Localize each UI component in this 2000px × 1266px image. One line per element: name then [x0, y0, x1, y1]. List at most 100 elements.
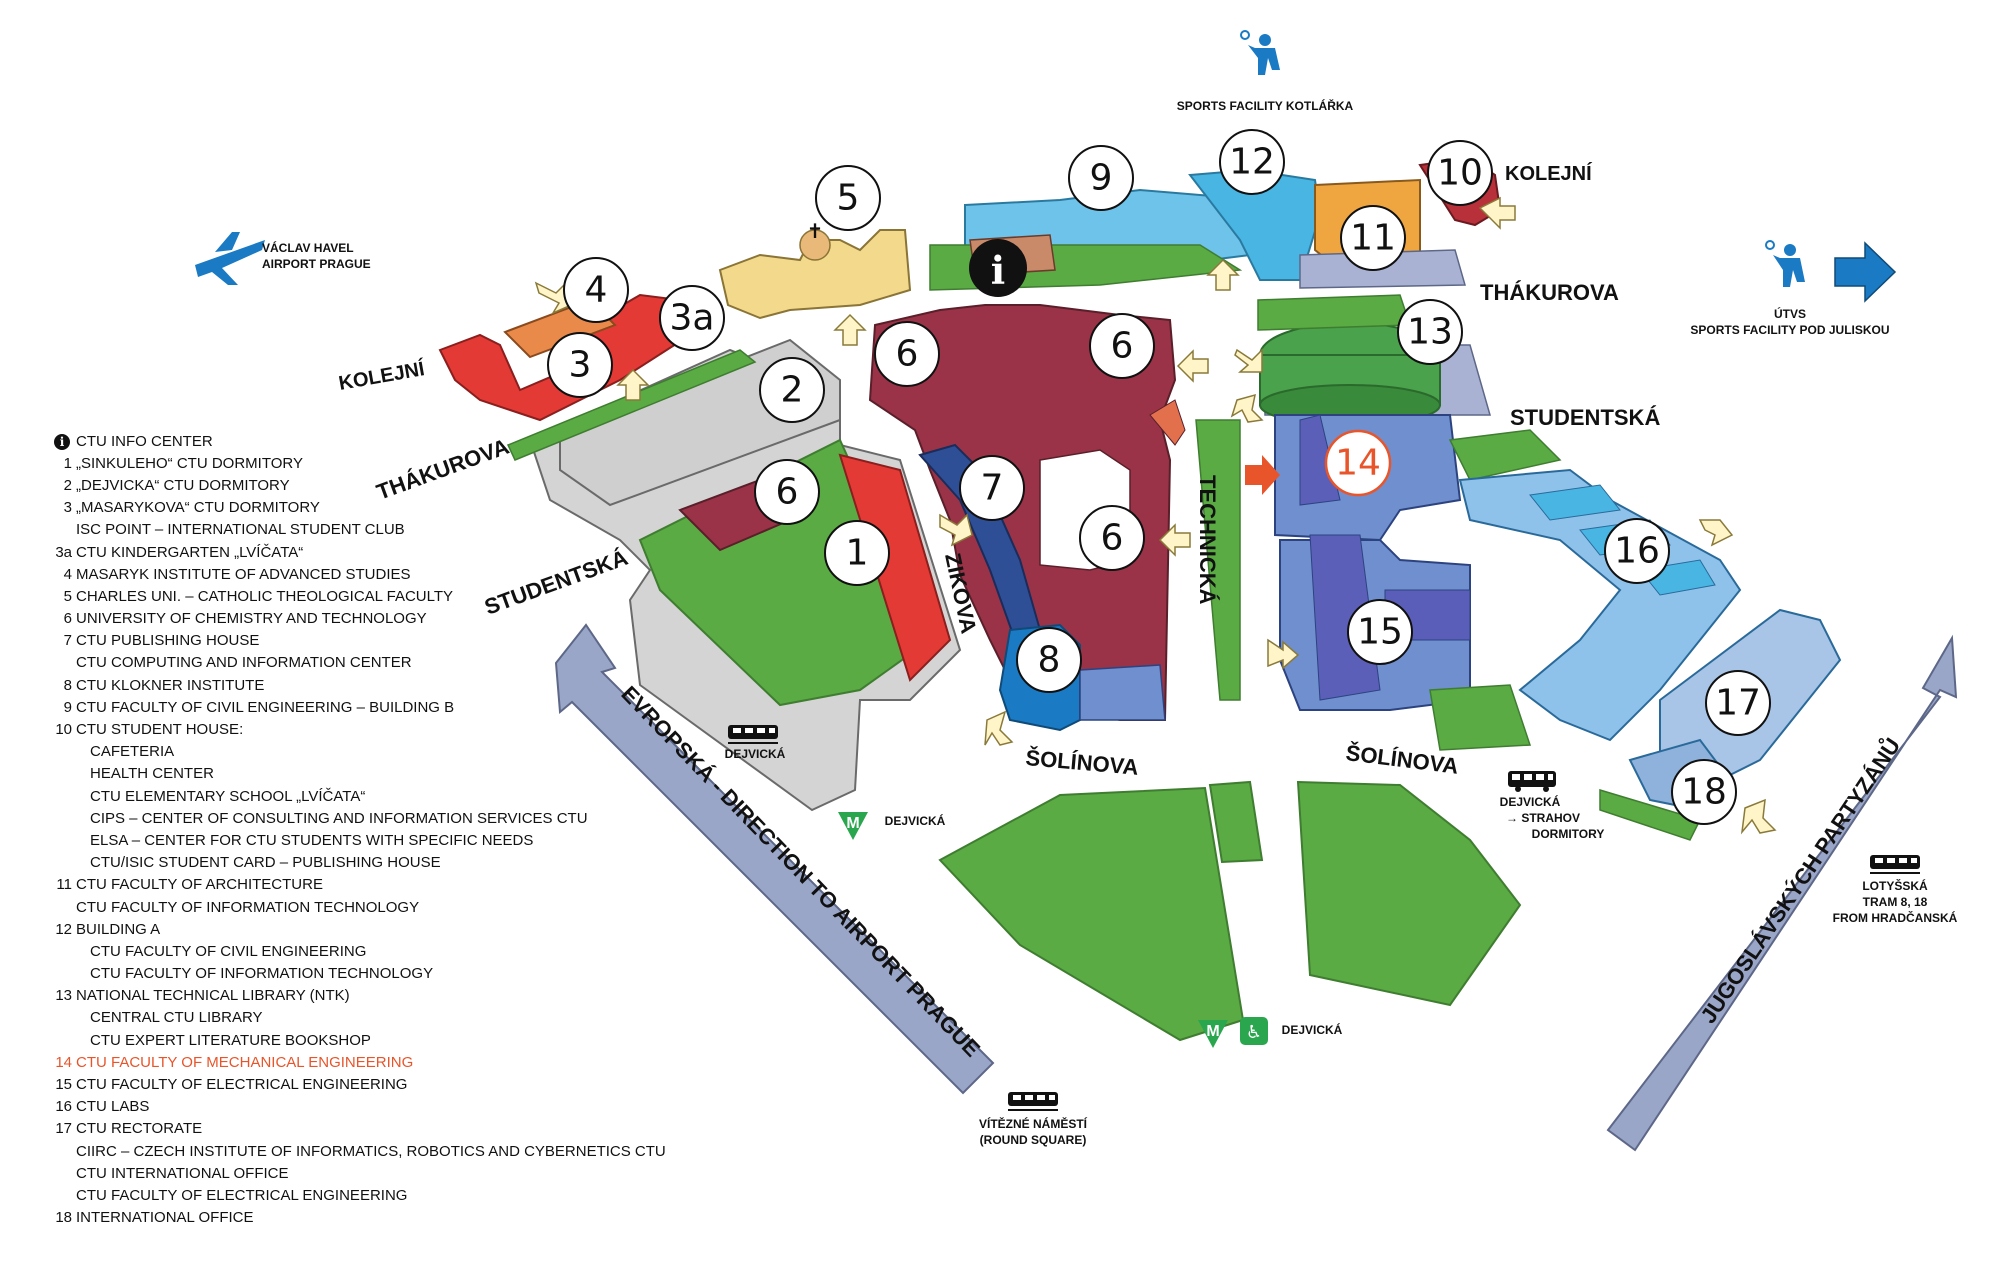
legend-row: HEALTH CENTER — [44, 763, 764, 785]
street-kolejni-west: KOLEJNÍ — [337, 357, 427, 395]
marker-label: 3a — [670, 298, 715, 339]
building-marker-7[interactable]: 7 — [959, 455, 1025, 521]
airport-label-line1: VÁCLAV HAVEL — [262, 240, 354, 255]
legend-text: MASARYK INSTITUTE OF ADVANCED STUDIES — [76, 565, 411, 583]
building-marker-4[interactable]: 4 — [563, 257, 629, 323]
legend-row: CAFETERIA — [44, 741, 764, 763]
building-marker-11[interactable]: 11 — [1340, 205, 1406, 271]
street-studentska-east: STUDENTSKÁ — [1510, 405, 1660, 430]
building-marker-6-b[interactable]: 6 — [1089, 313, 1155, 379]
legend-text: CTU PUBLISHING HOUSE — [76, 632, 260, 650]
building-marker-6-d[interactable]: 6 — [1079, 505, 1145, 571]
building-marker-9[interactable]: 9 — [1068, 145, 1134, 211]
legend-row: CTU FACULTY OF INFORMATION TECHNOLOGY — [44, 896, 764, 918]
building-marker-2[interactable]: 2 — [759, 357, 825, 423]
kotlarka-sports-icon — [1240, 30, 1280, 75]
legend-number: 5 — [63, 587, 72, 605]
marker-label: 6 — [896, 334, 919, 375]
entrance-arrow-18 — [1740, 798, 1777, 835]
legend-row: ELSA – CENTER FOR CTU STUDENTS WITH SPEC… — [44, 829, 764, 851]
legend-number: 13 — [55, 987, 72, 1005]
info-center-marker[interactable]: i — [969, 239, 1027, 297]
legend-text: „DEJVICKA“ CTU DORMITORY — [76, 476, 290, 494]
legend-row: CTU ELEMENTARY SCHOOL „LVÍČATA“ — [44, 785, 764, 807]
tram-icon-dejvicka — [728, 725, 778, 744]
lotysska-label-3: FROM HRADČANSKÁ — [1833, 910, 1958, 925]
building-marker-10[interactable]: 10 — [1427, 140, 1493, 206]
metro-icon-south: M — [1198, 1020, 1228, 1048]
building-marker-1[interactable]: 1 — [824, 520, 890, 586]
legend-text: ISC POINT – INTERNATIONAL STUDENT CLUB — [76, 521, 405, 539]
building-marker-6-c[interactable]: 6 — [754, 459, 820, 525]
entrance-arrow-3 — [616, 368, 650, 401]
thakurova-west-green — [506, 349, 757, 461]
building-marker-3[interactable]: 3 — [547, 332, 613, 398]
entrance-arrow-5 — [833, 313, 867, 346]
entrance-arrow-15 — [1267, 638, 1300, 670]
entrance-arrow-13b — [1230, 393, 1264, 423]
wheelchair-icon: ♿ — [1240, 1017, 1268, 1045]
marker-label: 1 — [846, 533, 869, 574]
marker-label: 4 — [585, 270, 608, 311]
building-marker-8[interactable]: 8 — [1016, 627, 1082, 693]
legend-text: CTU FACULTY OF MECHANICAL ENGINEERING — [76, 1053, 414, 1071]
legend-row: CTU EXPERT LITERATURE BOOKSHOP — [44, 1029, 764, 1051]
building-marker-17[interactable]: 17 — [1705, 670, 1771, 736]
building-marker-12[interactable]: 12 — [1219, 129, 1285, 195]
building-marker-18[interactable]: 18 — [1671, 759, 1737, 825]
legend-text: UNIVERSITY OF CHEMISTRY AND TECHNOLOGY — [76, 610, 427, 628]
building-marker-6-a[interactable]: 6 — [874, 321, 940, 387]
legend-text: CTU KINDERGARTEN „LVÍČATA“ — [76, 543, 304, 561]
utvs-sports-icon — [1765, 240, 1805, 287]
legend-text: CTU FACULTY OF ELECTRICAL ENGINEERING — [76, 1186, 408, 1204]
legend-text: CIPS – CENTER OF CONSULTING AND INFORMAT… — [90, 809, 588, 827]
legend-row: CENTRAL CTU LIBRARY — [44, 1007, 764, 1029]
legend-text: HEALTH CENTER — [90, 765, 214, 783]
legend-row: CTU FACULTY OF INFORMATION TECHNOLOGY — [44, 963, 764, 985]
legend-text: CTU LABS — [76, 1098, 150, 1116]
entrance-arrow-6c — [1158, 523, 1191, 557]
building-marker-3a[interactable]: 3a — [659, 285, 725, 351]
marker-label: 13 — [1407, 312, 1453, 353]
park-center-strip — [1208, 780, 1264, 864]
street-kolejni-east: KOLEJNÍ — [1505, 162, 1592, 185]
legend-row: CIIRC – CZECH INSTITUTE OF INFORMATICS, … — [44, 1140, 764, 1162]
legend-number: 4 — [63, 565, 72, 583]
legend-number: 17 — [55, 1120, 72, 1138]
building-marker-15[interactable]: 15 — [1347, 599, 1413, 665]
legend-text: CTU FACULTY OF CIVIL ENGINEERING — [90, 942, 367, 960]
bus-dejvicka-label: DEJVICKÁ — [1500, 794, 1561, 809]
building-marker-16[interactable]: 16 — [1604, 518, 1670, 584]
vitezne-label-1: VÍTĚZNÉ NÁMĚSTÍ — [979, 1116, 1088, 1131]
building-marker-5[interactable]: 5 — [815, 165, 881, 231]
legend-text: CTU/ISIC STUDENT CARD – PUBLISHING HOUSE — [90, 854, 441, 872]
marker-label: 8 — [1038, 640, 1061, 681]
legend-text: CTU FACULTY OF ELECTRICAL ENGINEERING — [76, 1076, 408, 1094]
park-southwest — [938, 786, 1245, 1042]
building-marker-14[interactable]: 14 — [1324, 429, 1392, 497]
legend-text: CIIRC – CZECH INSTITUTE OF INFORMATICS, … — [76, 1142, 666, 1160]
building-marker-13[interactable]: 13 — [1397, 299, 1463, 365]
legend-text: CTU COMPUTING AND INFORMATION CENTER — [76, 654, 412, 672]
legend-text: BUILDING A — [76, 920, 161, 938]
bus-strahov-label-2: DORMITORY — [1532, 827, 1605, 841]
legend-text: CTU FACULTY OF INFORMATION TECHNOLOGY — [76, 898, 420, 916]
marker-label: 5 — [837, 178, 860, 219]
legend-row: CTU FACULTY OF CIVIL ENGINEERING — [44, 940, 764, 962]
legend-row: CTU/ISIC STUDENT CARD – PUBLISHING HOUSE — [44, 852, 764, 874]
svg-text:✝: ✝ — [807, 219, 824, 243]
marker-label: 16 — [1614, 531, 1660, 572]
legend-text: ELSA – CENTER FOR CTU STUDENTS WITH SPEC… — [90, 831, 534, 849]
